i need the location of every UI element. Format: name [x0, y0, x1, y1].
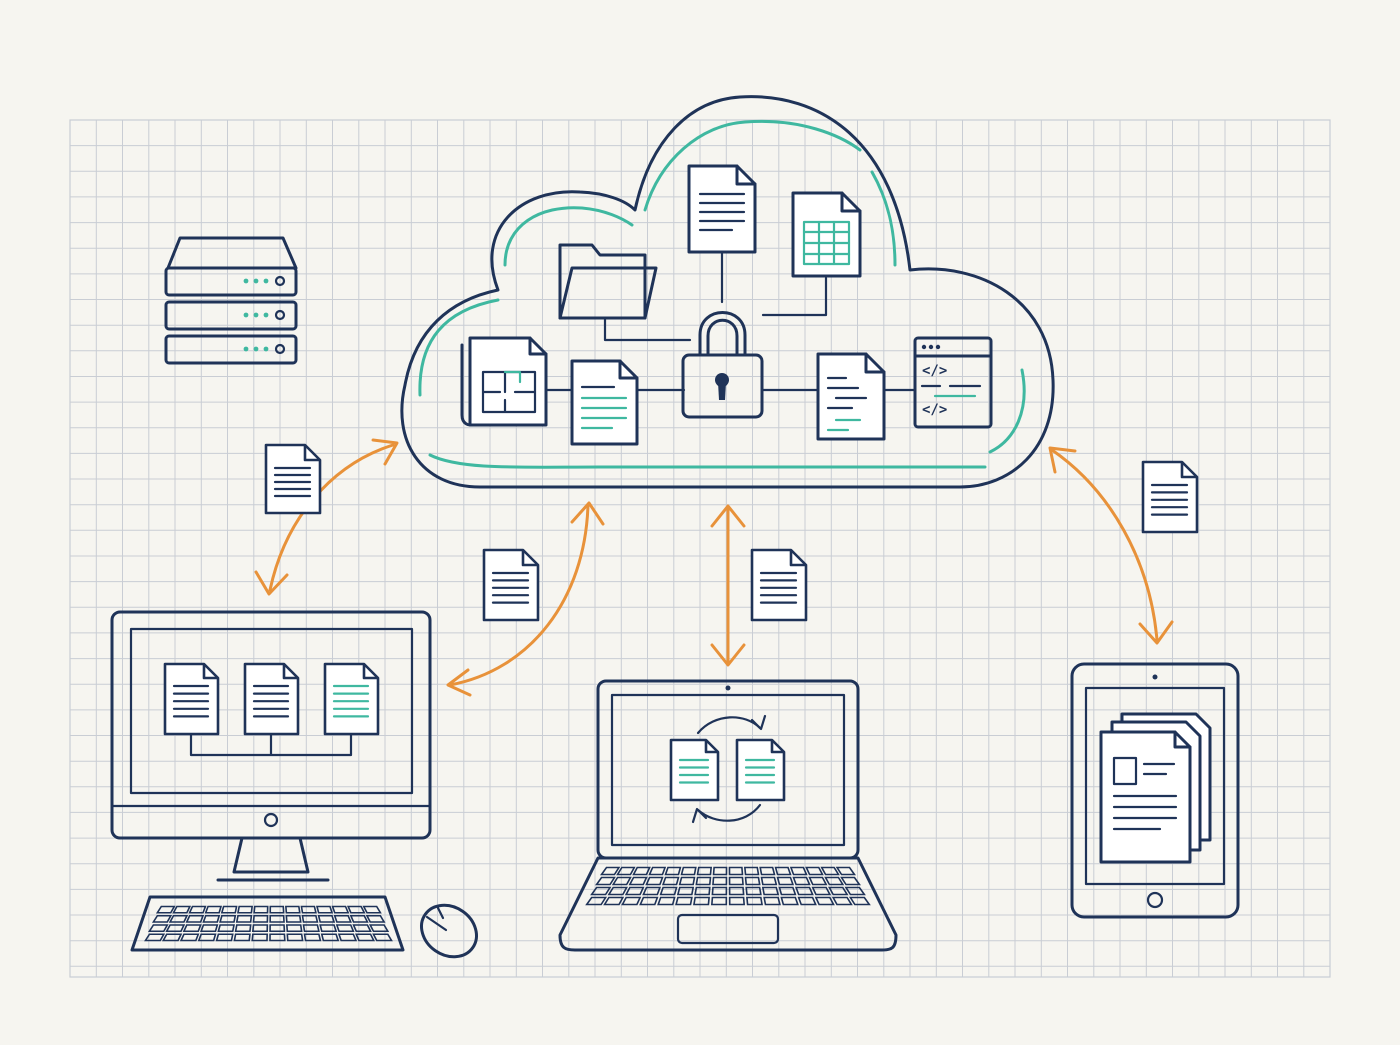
cloud-connectors	[544, 250, 917, 392]
keyboard-icon	[130, 895, 405, 952]
document-icon	[482, 548, 540, 622]
tablet-icon	[1070, 662, 1240, 919]
bidirectional-arrow-icon	[446, 501, 605, 697]
padlock-icon	[681, 311, 764, 419]
document-icon	[1141, 460, 1199, 534]
code-tag-top: </>	[922, 363, 947, 379]
document-icon	[687, 164, 757, 254]
blueprint-icon	[460, 336, 548, 427]
mouse-icon	[420, 903, 478, 959]
folder-icon	[558, 243, 658, 320]
code-window-icon: </> </>	[913, 336, 993, 429]
document-icon	[163, 662, 220, 736]
document-stack-icon	[1099, 712, 1212, 864]
document-icon	[816, 352, 886, 441]
document-icon	[735, 738, 786, 802]
server-rack-icon	[164, 236, 298, 365]
document-icon	[323, 662, 380, 736]
sync-icon	[691, 714, 767, 824]
bidirectional-arrow-icon	[1048, 446, 1174, 645]
document-icon	[243, 662, 300, 736]
document-icon	[570, 359, 639, 446]
grid-background	[69, 119, 1331, 978]
document-icon	[264, 443, 322, 515]
spreadsheet-icon	[791, 191, 862, 278]
cloud-storage-icon	[400, 95, 1055, 489]
laptop-icon	[558, 679, 898, 952]
code-tag-bottom: </>	[922, 402, 947, 418]
desktop-computer-icon	[110, 610, 432, 882]
document-icon	[669, 738, 720, 802]
bidirectional-arrow-icon	[710, 504, 746, 667]
document-icon	[750, 548, 808, 622]
